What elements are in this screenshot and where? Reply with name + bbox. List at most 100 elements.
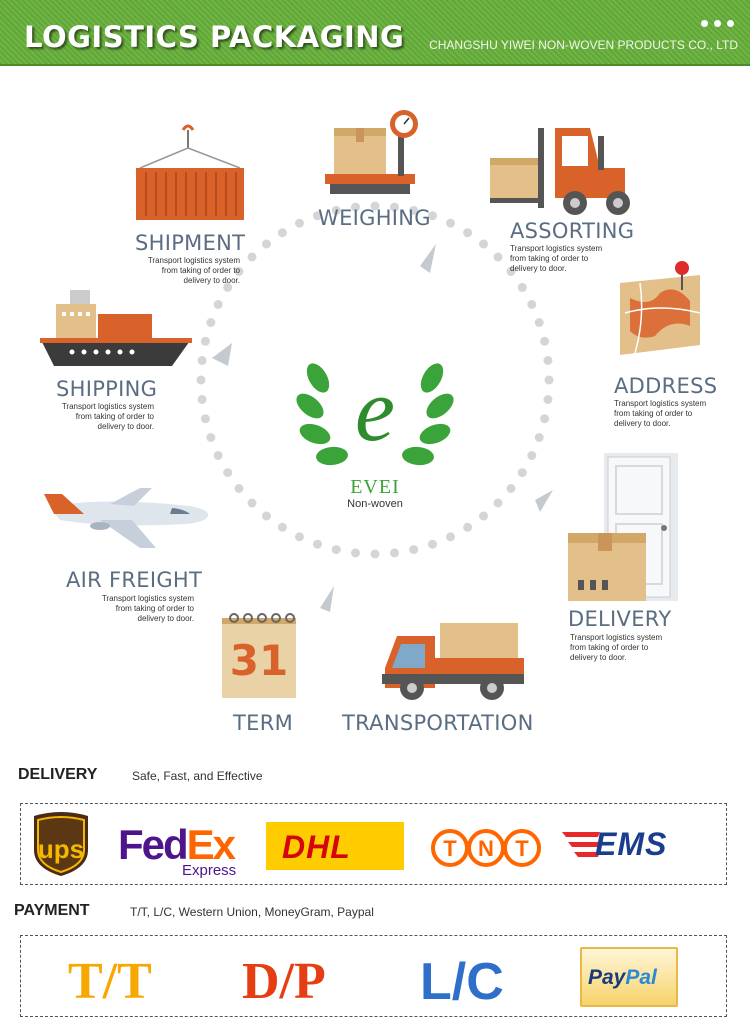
ring-dot bbox=[295, 218, 304, 228]
assorting-label: ASSORTING bbox=[510, 219, 635, 243]
delivery-node-desc: Transport logistics system from taking o… bbox=[570, 633, 663, 662]
diagram-graphics: e bbox=[40, 110, 701, 700]
truck-icon bbox=[382, 623, 524, 700]
ring-dot bbox=[428, 539, 437, 549]
calendar-icon bbox=[222, 613, 296, 698]
ring-dot bbox=[351, 548, 360, 558]
ring-dot bbox=[463, 522, 473, 532]
ring-dot bbox=[247, 252, 257, 262]
ring-dot bbox=[313, 211, 322, 221]
air-freight-desc: Transport logistics system from taking o… bbox=[101, 594, 194, 623]
map-pin-icon bbox=[620, 261, 701, 355]
ring-dot bbox=[295, 532, 304, 542]
ring-dot bbox=[446, 532, 455, 542]
container-icon bbox=[136, 124, 244, 220]
ship-icon bbox=[40, 290, 192, 366]
ems-stripes-icon bbox=[562, 832, 600, 857]
ring-dot bbox=[446, 218, 455, 228]
ring-dot bbox=[517, 282, 527, 292]
assorting-desc: Transport logistics system from taking o… bbox=[510, 244, 603, 273]
tnt-letter-2: N bbox=[478, 836, 494, 861]
ring-dot bbox=[213, 451, 223, 460]
ring-dot bbox=[493, 498, 503, 508]
shipment-desc: Transport logistics system from taking o… bbox=[147, 256, 240, 285]
door-box-icon bbox=[568, 453, 678, 601]
dhl-text: DHL bbox=[282, 829, 351, 865]
ring-arrow-left bbox=[212, 343, 232, 366]
ring-dot bbox=[197, 356, 207, 365]
dhl-logo bbox=[266, 822, 404, 870]
ring-dot bbox=[506, 267, 516, 276]
tnt-letter-1: T bbox=[443, 836, 457, 861]
logo-subtitle: Non-woven bbox=[347, 498, 403, 510]
header-dots-icon bbox=[701, 20, 734, 27]
delivery-node-label: DELIVERY bbox=[568, 607, 672, 631]
payment-lc: L/C bbox=[420, 953, 504, 1011]
ring-arrows bbox=[212, 244, 553, 612]
calendar-day: 31 bbox=[229, 636, 289, 685]
ring-dot bbox=[234, 484, 244, 493]
header-title: LOGISTICS PACKAGING bbox=[24, 20, 405, 54]
ring-dot bbox=[479, 511, 488, 521]
tnt-logo-icon: T N T bbox=[431, 829, 541, 867]
ring-dot bbox=[506, 484, 516, 493]
ring-dot bbox=[409, 205, 419, 215]
ring-dot bbox=[428, 211, 437, 221]
ring-dot bbox=[200, 414, 210, 424]
airplane-icon bbox=[44, 488, 209, 548]
ring-dot bbox=[331, 205, 341, 215]
ring-dot bbox=[540, 414, 550, 424]
weighing-label: WEIGHING bbox=[318, 206, 431, 230]
ring-dot bbox=[206, 433, 216, 442]
ring-arrow-right bbox=[535, 490, 553, 512]
ems-text: EMS bbox=[595, 826, 668, 862]
ring-dot bbox=[197, 395, 207, 404]
forklift-icon bbox=[490, 128, 630, 215]
ring-dot bbox=[390, 548, 399, 558]
ring-dot bbox=[206, 318, 216, 327]
ring-dot bbox=[517, 468, 527, 478]
fedex-ex: Ex bbox=[186, 821, 236, 868]
delivery-section-subtitle: Safe, Fast, and Effective bbox=[132, 769, 263, 783]
term-label: TERM bbox=[233, 711, 294, 735]
ups-text: ups bbox=[38, 834, 84, 864]
air-freight-label: AIR FREIGHT bbox=[66, 568, 203, 592]
ring-dot bbox=[543, 395, 553, 404]
ups-logo-icon: ups bbox=[34, 812, 88, 876]
address-label: ADDRESS bbox=[614, 374, 718, 398]
fedex-logo: FedEx bbox=[118, 821, 236, 869]
payment-section-subtitle: T/T, L/C, Western Union, MoneyGram, Payp… bbox=[130, 905, 374, 919]
payment-dp: D/P bbox=[242, 953, 326, 1010]
scale-icon bbox=[325, 110, 418, 194]
tnt-letter-3: T bbox=[515, 836, 529, 861]
ring-dot bbox=[390, 202, 399, 212]
ring-dot bbox=[277, 522, 287, 532]
company-name: CHANGSHU YIWEI NON-WOVEN PRODUCTS CO., L… bbox=[429, 38, 738, 52]
evei-logo-icon: e bbox=[296, 361, 454, 466]
ring-dot bbox=[534, 433, 544, 442]
ring-dot bbox=[493, 252, 503, 262]
ring-dot bbox=[234, 267, 244, 276]
ring-dot bbox=[200, 336, 210, 346]
ring-dot bbox=[527, 451, 537, 460]
ring-dot bbox=[331, 545, 341, 555]
fedex-fe: Fed bbox=[118, 821, 189, 868]
logistics-diagram: e SHIPMENT Transport logistics system fr… bbox=[0, 68, 750, 748]
ring-dot bbox=[527, 300, 537, 309]
ring-dot bbox=[540, 336, 550, 346]
transportation-label: TRANSPORTATION bbox=[342, 711, 534, 735]
page-header: LOGISTICS PACKAGING CHANGSHU YIWEI NON-W… bbox=[0, 0, 750, 66]
ring-dot bbox=[277, 228, 287, 238]
ring-dot bbox=[534, 318, 544, 327]
paypal-pay: Pay bbox=[588, 966, 626, 989]
ring-dot bbox=[223, 282, 233, 292]
paypal-pal: Pal bbox=[625, 966, 657, 989]
logo-name: EVEI bbox=[350, 476, 400, 498]
ring-arrow-top-right bbox=[420, 244, 436, 273]
ring-arrow-bottom-left bbox=[320, 586, 334, 612]
payment-tt: T/T bbox=[68, 953, 152, 1010]
ring-dot bbox=[247, 498, 257, 508]
ring-dot bbox=[370, 201, 380, 211]
shipment-label: SHIPMENT bbox=[135, 231, 246, 255]
ring-dot bbox=[196, 375, 206, 385]
